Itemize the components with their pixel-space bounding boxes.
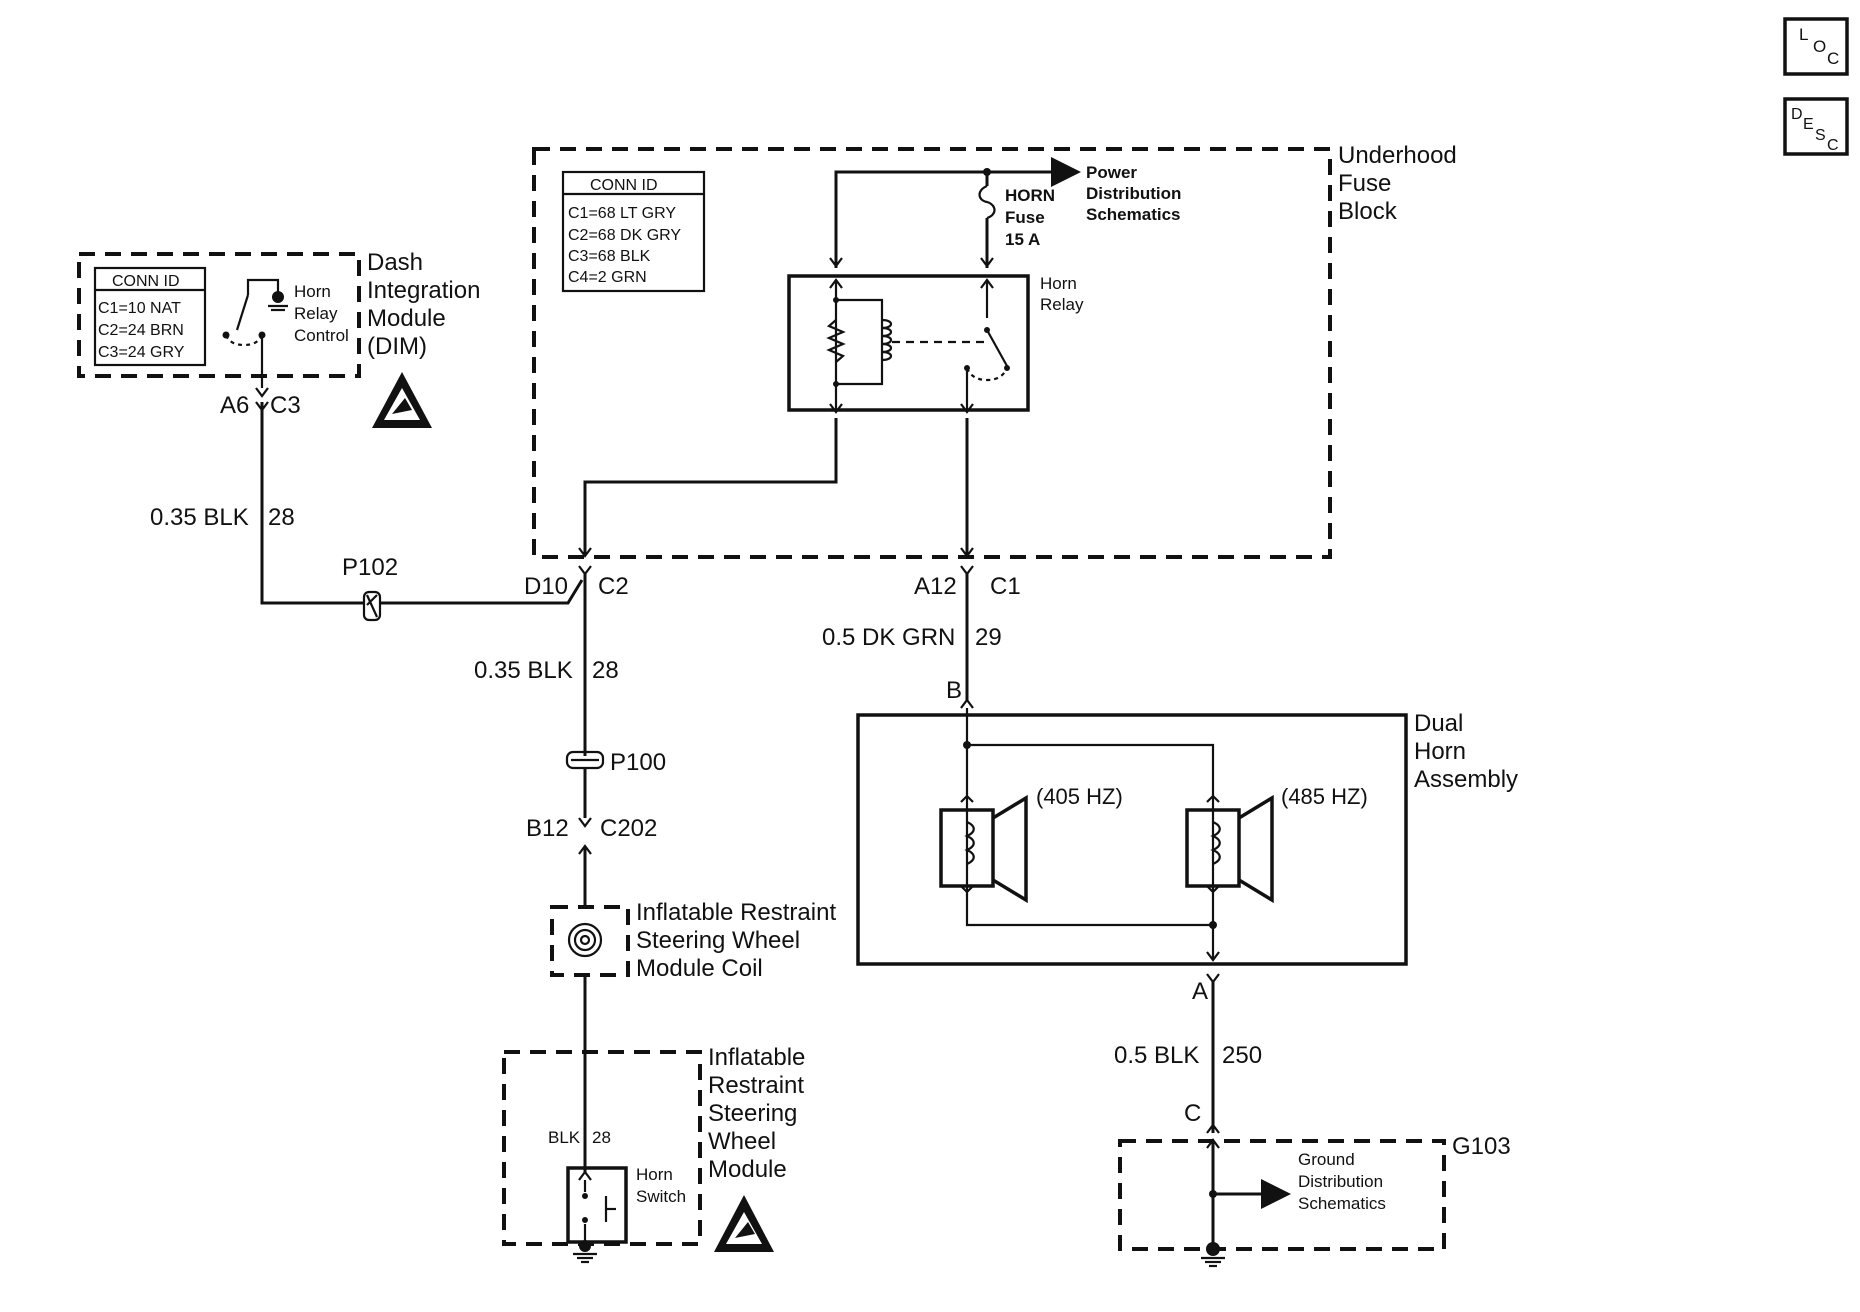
- fuse-conn-3: C3=68 BLK: [568, 248, 651, 265]
- svg-text:D: D: [1791, 106, 1803, 123]
- horn-switch: [566, 1166, 628, 1246]
- fuse-conn-4: C4=2 GRN: [568, 269, 647, 286]
- dim-title-1: Dash: [367, 249, 423, 276]
- horn-assembly-title-3: Assembly: [1414, 766, 1518, 793]
- dim-title-2: Integration: [367, 277, 480, 304]
- horn-switch-label-1: Horn: [636, 1165, 673, 1184]
- svg-text:C: C: [1827, 137, 1839, 154]
- underhood-fuse-block: Underhood Fuse Block CONN ID C1=68 LT GR…: [532, 142, 1457, 559]
- dim-switch-label-3: Control: [294, 326, 349, 345]
- fuse-conn-2: C2=68 DK GRY: [568, 227, 681, 244]
- blk250-circuit: 250: [1222, 1042, 1262, 1069]
- ground-label-1: Ground: [1298, 1150, 1355, 1169]
- d10-pin: D10: [524, 573, 568, 600]
- dim-conn-1: C1=10 NAT: [98, 300, 181, 317]
- relay-control-switch: [222, 278, 288, 388]
- coil-title-1: Inflatable Restraint: [636, 899, 836, 926]
- switch-wire-circuit: 28: [592, 1128, 611, 1147]
- splice-p102: [362, 590, 382, 622]
- coil-title-2: Steering Wheel: [636, 927, 800, 954]
- splice-p100-label: P100: [610, 749, 666, 776]
- grn-wire-gauge: 0.5 DK GRN: [822, 624, 955, 651]
- steering-title-5: Module: [708, 1156, 787, 1183]
- g103-ground-icon: [1201, 1242, 1225, 1268]
- blk250-gauge: 0.5 BLK: [1114, 1042, 1199, 1069]
- dim-module: Dash Integration Module (DIM) CONN ID C1…: [77, 249, 480, 428]
- dim-conn-2: C2=24 BRN: [98, 322, 184, 339]
- fuse-label-1: HORN: [1005, 186, 1055, 205]
- ground-label-2: Distribution: [1298, 1172, 1383, 1191]
- svg-text:L: L: [1799, 25, 1808, 44]
- horn-relay: [787, 274, 1030, 414]
- fuse-label-2: Fuse: [1005, 208, 1045, 227]
- ground-name: G103: [1452, 1133, 1511, 1160]
- c1-conn: C1: [990, 573, 1021, 600]
- fuse-conn-title: CONN ID: [590, 177, 658, 194]
- dim-conn-3: C3=24 GRY: [98, 344, 185, 361]
- steering-title-1: Inflatable: [708, 1044, 805, 1071]
- horn-switch-label-2: Switch: [636, 1187, 686, 1206]
- b12-pin: B12: [526, 815, 569, 842]
- blk-wire-gauge: 0.35 BLK: [474, 657, 573, 684]
- dim-conn: C3: [270, 392, 301, 419]
- fuse-block-title-1: Underhood: [1338, 142, 1457, 169]
- relay-label-1: Horn: [1040, 274, 1077, 293]
- blk-wire-circuit: 28: [592, 657, 619, 684]
- ground-g103: [1118, 1138, 1446, 1268]
- switch-wire-gauge: BLK: [548, 1128, 581, 1147]
- dim-wire-circuit: 28: [268, 504, 295, 531]
- relay-label-2: Relay: [1040, 295, 1084, 314]
- dim-title-4: (DIM): [367, 333, 427, 360]
- fuse-conn-1: C1=68 LT GRY: [568, 205, 676, 222]
- svg-text:E: E: [1803, 116, 1814, 133]
- fuse-label-3: 15 A: [1005, 230, 1040, 249]
- horn-fuse: [978, 172, 996, 268]
- dim-conn-title: CONN ID: [112, 273, 180, 290]
- svg-text:C: C: [1827, 49, 1839, 68]
- horn-pin-b: B: [946, 677, 962, 704]
- steering-title-3: Steering: [708, 1100, 797, 1127]
- power-label-2: Distribution: [1086, 184, 1181, 203]
- steering-title-2: Restraint: [708, 1072, 804, 1099]
- esd-warning-icon: [372, 372, 432, 428]
- power-label-3: Schematics: [1086, 205, 1181, 224]
- dim-pin: A6: [220, 392, 249, 419]
- desc-button[interactable]: D E S C: [1783, 97, 1849, 156]
- loc-button[interactable]: L O C: [1783, 17, 1849, 76]
- steering-wheel-module: BLK 28 Horn Switch: [502, 1050, 774, 1264]
- horn-405-icon: [939, 794, 1028, 904]
- a12-pin: A12: [914, 573, 957, 600]
- fuse-block-title-2: Fuse: [1338, 170, 1391, 197]
- ground-pin-c: C: [1184, 1100, 1201, 1127]
- horn-assembly-title-1: Dual: [1414, 710, 1463, 737]
- c202-conn: C202: [600, 815, 657, 842]
- esd-warning-icon-2: [714, 1195, 774, 1252]
- horn-pin-a: A: [1192, 978, 1208, 1005]
- horn1-label: (405 HZ): [1036, 784, 1123, 809]
- dim-switch-label-1: Horn: [294, 282, 331, 301]
- horn-assembly-title-2: Horn: [1414, 738, 1466, 765]
- dim-wire-gauge: 0.35 BLK: [150, 504, 249, 531]
- svg-text:S: S: [1815, 127, 1826, 144]
- switch-ground-icon: [573, 1240, 597, 1264]
- coil-title-3: Module Coil: [636, 955, 763, 982]
- dual-horn-assembly: Dual Horn Assembly (405 HZ) (485 HZ): [856, 708, 1518, 966]
- steering-title-4: Wheel: [708, 1128, 776, 1155]
- fuse-block-title-3: Block: [1338, 198, 1398, 225]
- c2-conn: C2: [598, 573, 629, 600]
- power-label-1: Power: [1086, 163, 1137, 182]
- svg-text:O: O: [1813, 37, 1826, 56]
- horn2-label: (485 HZ): [1281, 784, 1368, 809]
- splice-p102-label: P102: [342, 554, 398, 581]
- dim-title-3: Module: [367, 305, 446, 332]
- dim-switch-label-2: Relay: [294, 304, 338, 323]
- grn-wire-circuit: 29: [975, 624, 1002, 651]
- ground-label-3: Schematics: [1298, 1194, 1386, 1213]
- horn-485-icon: [1185, 794, 1274, 904]
- inflatable-restraint-coil: [550, 905, 630, 977]
